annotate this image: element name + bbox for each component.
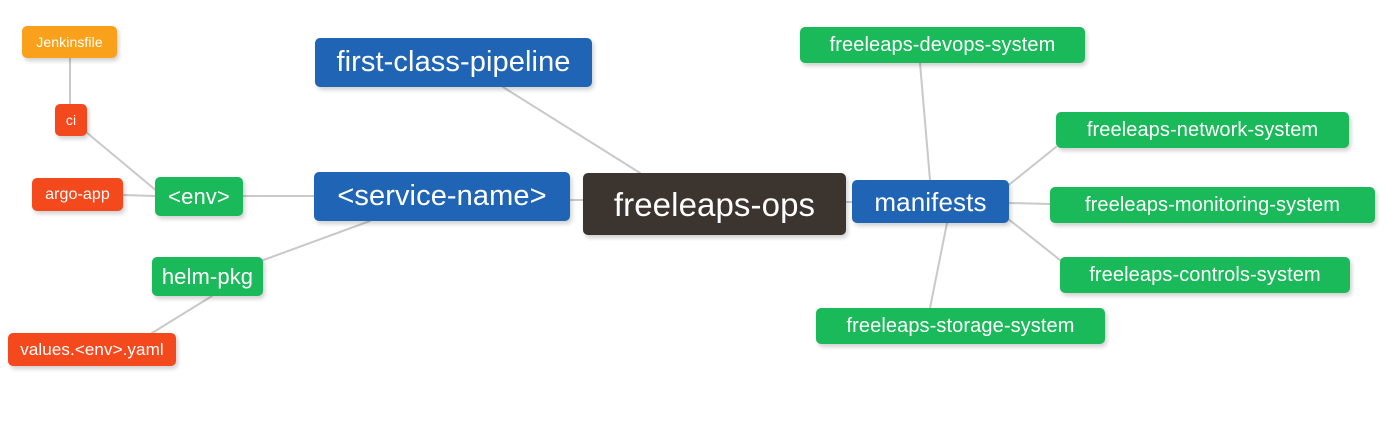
node-label-values-env-yaml: values.<env>.yaml	[20, 340, 164, 359]
node-label-freeleaps-controls-system: freeleaps-controls-system	[1089, 264, 1321, 286]
node-label-freeleaps-network-system: freeleaps-network-system	[1086, 119, 1319, 141]
node-label-argo-app: argo-app	[45, 185, 110, 203]
node-label-service-name: <service-name>	[337, 180, 547, 212]
node-label-manifests: manifests	[874, 186, 987, 217]
node-values-env-yaml[interactable]: values.<env>.yaml	[8, 333, 176, 366]
node-env[interactable]: <env>	[155, 177, 243, 216]
node-service-name[interactable]: <service-name>	[314, 172, 570, 221]
node-jenkinsfile[interactable]: Jenkinsfile	[22, 26, 117, 58]
edge-values-env-yaml-to-helm-pkg	[151, 295, 213, 334]
node-freeleaps-network-system[interactable]: freeleaps-network-system	[1056, 112, 1349, 148]
node-label-jenkinsfile: Jenkinsfile	[36, 34, 103, 50]
edge-helm-pkg-to-service-name	[257, 220, 371, 263]
node-freeleaps-monitoring-system[interactable]: freeleaps-monitoring-system	[1050, 187, 1375, 223]
node-freeleaps-controls-system[interactable]: freeleaps-controls-system	[1060, 257, 1350, 293]
edge-argo-app-to-env	[122, 194, 156, 197]
node-label-ci: ci	[65, 112, 77, 128]
node-label-freeleaps-monitoring-system: freeleaps-monitoring-system	[1084, 194, 1340, 216]
edge-manifests-to-freeleaps-storage-system	[929, 222, 948, 309]
node-first-class-pipeline[interactable]: first-class-pipeline	[315, 38, 592, 87]
edge-manifests-to-freeleaps-network-system	[1004, 146, 1057, 189]
node-label-helm-pkg: helm-pkg	[161, 263, 254, 289]
node-label-freeleaps-storage-system: freeleaps-storage-system	[846, 315, 1075, 337]
node-freeleaps-ops[interactable]: freeleaps-ops	[583, 173, 846, 235]
node-label-env: <env>	[168, 183, 230, 209]
edge-manifests-to-freeleaps-monitoring-system	[1008, 202, 1051, 205]
node-label-freeleaps-ops: freeleaps-ops	[613, 185, 816, 223]
edge-manifests-to-freeleaps-devops-system	[919, 62, 931, 181]
node-label-freeleaps-devops-system: freeleaps-devops-system	[829, 34, 1056, 56]
node-manifests[interactable]: manifests	[852, 180, 1009, 223]
edge-manifests-to-freeleaps-controls-system	[1006, 217, 1061, 261]
edge-first-class-pipeline-to-freeleaps-ops	[502, 86, 641, 174]
node-helm-pkg[interactable]: helm-pkg	[152, 257, 263, 296]
node-ci[interactable]: ci	[55, 104, 87, 136]
node-label-first-class-pipeline: first-class-pipeline	[336, 46, 571, 78]
node-freeleaps-storage-system[interactable]: freeleaps-storage-system	[816, 308, 1105, 344]
node-argo-app[interactable]: argo-app	[32, 178, 123, 211]
node-freeleaps-devops-system[interactable]: freeleaps-devops-system	[800, 27, 1085, 63]
